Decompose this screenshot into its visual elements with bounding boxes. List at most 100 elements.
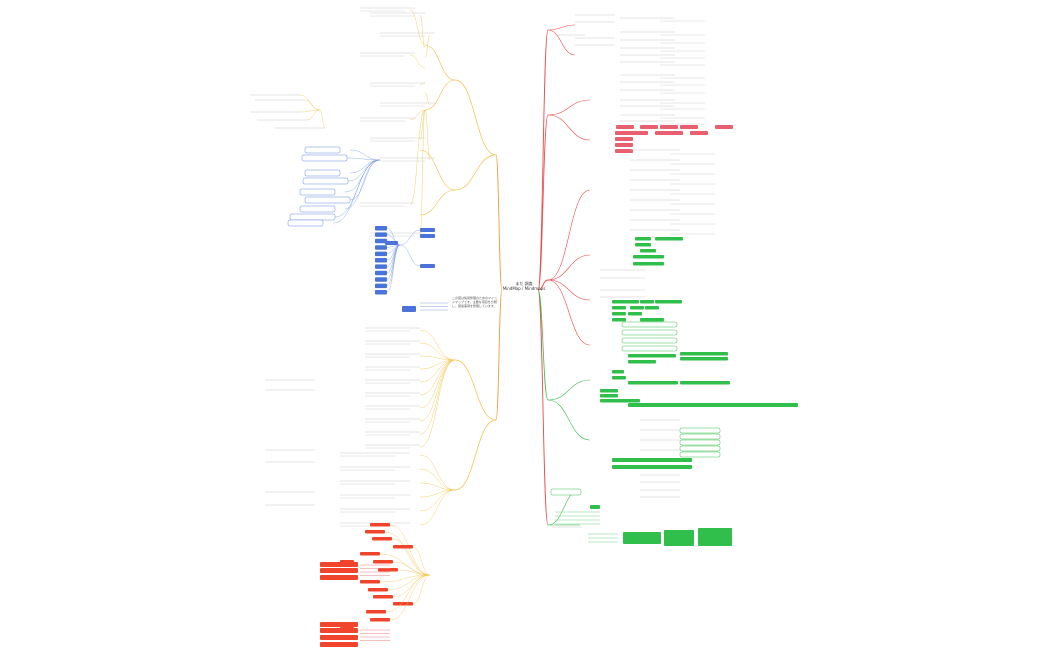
red-link bbox=[412, 546, 431, 576]
red-link bbox=[379, 574, 431, 583]
blue-outline-node bbox=[299, 188, 336, 196]
root-title: まだ 調査 bbox=[515, 281, 533, 286]
green-chip bbox=[648, 255, 664, 259]
green-outline-node bbox=[679, 445, 721, 452]
left-sub bbox=[424, 44, 456, 81]
green-bar bbox=[628, 360, 656, 364]
red-node bbox=[370, 523, 390, 527]
green-bar bbox=[600, 389, 618, 393]
green-card bbox=[698, 528, 732, 546]
blue-link bbox=[344, 159, 381, 193]
left-leaf-link bbox=[409, 109, 426, 206]
green-card bbox=[623, 532, 661, 544]
blue-link bbox=[386, 244, 401, 293]
left-leaf-link bbox=[419, 359, 456, 396]
trunk-right-green bbox=[537, 289, 549, 401]
left-leaf-link bbox=[424, 92, 431, 106]
green-outline-node bbox=[679, 451, 721, 458]
blue-filled-node bbox=[385, 241, 398, 245]
green-chip bbox=[628, 312, 642, 316]
left-leaf-link bbox=[419, 355, 456, 361]
blue-link bbox=[346, 157, 381, 161]
red-chip bbox=[665, 131, 683, 135]
blue-filled-node bbox=[420, 228, 435, 232]
red-node bbox=[368, 588, 388, 592]
trunk-right-upper bbox=[537, 114, 549, 291]
red-chip bbox=[690, 131, 708, 135]
green-chip bbox=[625, 300, 639, 304]
root-node[interactable]: まだ 調査 MindMap / Mindmaps bbox=[499, 281, 549, 291]
blue-filled-node bbox=[375, 283, 387, 289]
green-chip bbox=[667, 237, 683, 241]
green-chip bbox=[635, 243, 651, 247]
blue-filled-node bbox=[375, 238, 387, 244]
red-link bbox=[389, 524, 431, 576]
red-chip bbox=[680, 125, 698, 129]
green-chip bbox=[655, 300, 669, 304]
left-leaf-link bbox=[419, 82, 426, 86]
red-link bbox=[412, 574, 431, 605]
right-sub bbox=[547, 254, 591, 281]
red-link bbox=[384, 531, 431, 576]
right-sub bbox=[547, 24, 576, 31]
red-node bbox=[372, 537, 392, 541]
green-chip bbox=[630, 306, 644, 310]
blue-filled-node bbox=[375, 290, 387, 295]
green-bar bbox=[600, 394, 618, 398]
red-node bbox=[320, 642, 358, 647]
left-leaf-link bbox=[419, 359, 456, 422]
blue-filled-node bbox=[375, 264, 387, 269]
green-bar bbox=[612, 370, 624, 374]
trunk-right-top bbox=[537, 29, 549, 291]
red-chip bbox=[660, 125, 678, 129]
green-chip bbox=[668, 300, 682, 304]
green-outline-node bbox=[679, 433, 721, 440]
blue-link bbox=[386, 227, 401, 246]
right-sub bbox=[547, 99, 591, 116]
callout-box: この図は情報整理のためのマインドマップです。主要な項目を分類し、関連事項を整理し… bbox=[452, 296, 498, 308]
callout-text: この図は情報整理のためのマインドマップです。主要な項目を分類し、関連事項を整理し… bbox=[452, 296, 498, 308]
blue-outline-node bbox=[302, 177, 349, 185]
left-leaf-link bbox=[424, 109, 431, 161]
red-chip bbox=[615, 131, 633, 135]
red-link bbox=[391, 538, 431, 576]
red-node bbox=[365, 530, 385, 534]
red-node bbox=[320, 575, 358, 580]
left-branch-c bbox=[454, 359, 497, 421]
green-chip bbox=[648, 262, 664, 266]
red-node bbox=[360, 580, 380, 584]
blue-link bbox=[344, 159, 381, 210]
blue-filled-node bbox=[420, 264, 435, 268]
blue-filled-node bbox=[420, 234, 435, 238]
green-chip bbox=[612, 306, 626, 310]
red-link bbox=[389, 574, 431, 621]
right-sub bbox=[547, 279, 591, 346]
left-twig-link bbox=[299, 94, 321, 111]
red-link bbox=[385, 574, 431, 613]
left-leaf-link bbox=[419, 109, 426, 236]
blue-link bbox=[399, 229, 421, 246]
red-chip bbox=[615, 143, 633, 147]
left-branch-a bbox=[454, 79, 497, 156]
red-node bbox=[360, 552, 380, 556]
blue-link bbox=[386, 234, 401, 246]
green-outline-node bbox=[550, 488, 582, 496]
blue-link bbox=[386, 244, 401, 280]
red-chip bbox=[615, 137, 633, 141]
left-leaf-link bbox=[409, 109, 426, 121]
green-outline-node bbox=[679, 427, 721, 434]
green-bar bbox=[612, 465, 692, 469]
green-link bbox=[547, 379, 591, 401]
green-bar bbox=[628, 381, 678, 385]
red-chip bbox=[616, 125, 634, 129]
right-sub bbox=[547, 279, 591, 301]
trunk-right-bottom bbox=[537, 289, 549, 526]
blue-filled-node bbox=[375, 232, 387, 237]
blue-filled-node bbox=[375, 251, 387, 257]
left-sub bbox=[424, 79, 456, 111]
blue-outline-node bbox=[304, 169, 341, 177]
red-node bbox=[320, 635, 358, 640]
left-leaf-link bbox=[419, 14, 426, 48]
left-leaf-link bbox=[424, 34, 431, 58]
green-chip bbox=[612, 312, 626, 316]
